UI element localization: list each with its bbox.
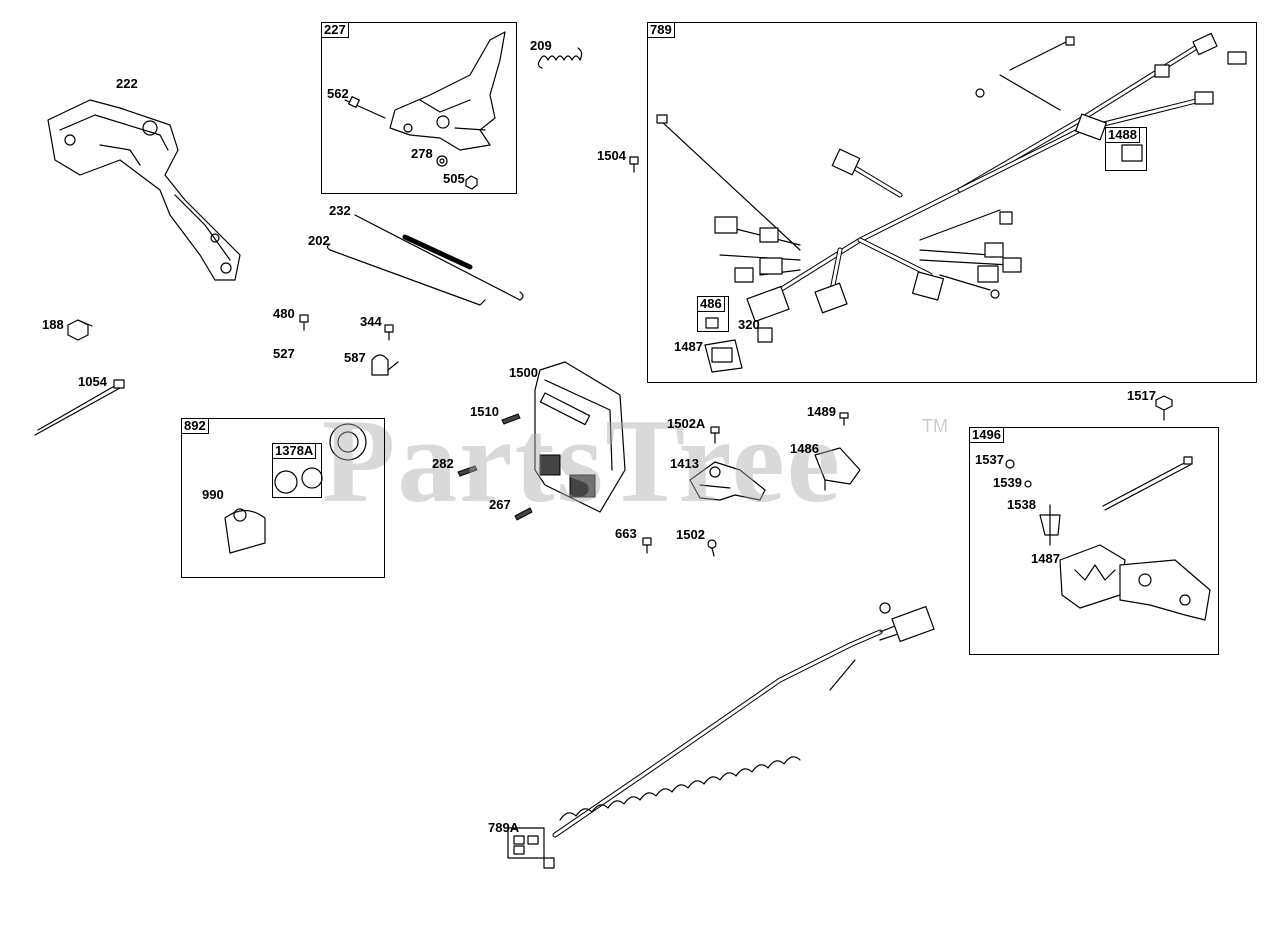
- governor-rods-part[interactable]: [326, 214, 524, 306]
- bracket-222-part[interactable]: [47, 99, 241, 281]
- bolt-188-part[interactable]: [67, 319, 93, 341]
- callout-320[interactable]: 320: [738, 317, 760, 332]
- callout-527[interactable]: 527: [273, 346, 295, 361]
- sensor-1413-part[interactable]: [689, 461, 766, 501]
- callout-202[interactable]: 202: [308, 233, 330, 248]
- screw-1517-part[interactable]: [1155, 395, 1173, 421]
- callout-587[interactable]: 587: [344, 350, 366, 365]
- group-tag-1378a: 1378A: [272, 443, 317, 459]
- group-box-1496[interactable]: 1496: [969, 427, 1219, 655]
- screw-663-part[interactable]: [642, 537, 652, 554]
- screw-344-part[interactable]: [384, 324, 394, 341]
- screw-1489-part[interactable]: [839, 412, 849, 426]
- clip-587-part[interactable]: [371, 354, 399, 376]
- group-tag-892: 892: [181, 418, 209, 434]
- callout-267[interactable]: 267: [489, 497, 511, 512]
- ignition-switch-990-part[interactable]: [224, 508, 266, 554]
- switch-knob-part[interactable]: [274, 423, 367, 494]
- screw-1502a-part[interactable]: [710, 426, 720, 444]
- callout-1486[interactable]: 1486: [790, 441, 819, 456]
- group-box-486[interactable]: 486: [697, 296, 729, 332]
- callout-1413[interactable]: 1413: [670, 456, 699, 471]
- group-tag-227: 227: [321, 22, 349, 38]
- screw-1502-part[interactable]: [707, 539, 717, 557]
- callout-1502a[interactable]: 1502A: [667, 416, 706, 431]
- ecu-module-1500-part[interactable]: [534, 361, 626, 513]
- map-sensor-1486-part[interactable]: [814, 447, 861, 491]
- group-tag-789: 789: [647, 22, 675, 38]
- harness-789a-part[interactable]: [507, 602, 935, 869]
- callout-505[interactable]: 505: [443, 171, 465, 186]
- callout-222[interactable]: 222: [116, 76, 138, 91]
- callout-1537[interactable]: 1537: [975, 452, 1004, 467]
- callout-663[interactable]: 663: [615, 526, 637, 541]
- callout-1054[interactable]: 1054: [78, 374, 107, 389]
- callout-278[interactable]: 278: [411, 146, 433, 161]
- watermark-text: PartsTree: [322, 394, 842, 527]
- callout-1502[interactable]: 1502: [676, 527, 705, 542]
- group-box-892[interactable]: 892: [181, 418, 385, 578]
- group-box-1488[interactable]: 1488: [1105, 127, 1147, 171]
- group-box-789[interactable]: 789: [647, 22, 1257, 383]
- throttle-body-1496-parts[interactable]: [1005, 456, 1211, 621]
- group-box-1378a[interactable]: 1378A: [272, 443, 322, 498]
- screw-480-part[interactable]: [299, 314, 309, 331]
- cable-tie-1054-part[interactable]: [34, 379, 125, 436]
- group-tag-486: 486: [697, 296, 725, 312]
- spring-209-part[interactable]: [537, 47, 583, 69]
- callout-1510[interactable]: 1510: [470, 404, 499, 419]
- trademark-symbol: TM: [922, 416, 948, 436]
- callout-1487-throttle[interactable]: 1487: [1031, 551, 1060, 566]
- callout-232[interactable]: 232: [329, 203, 351, 218]
- screw-282-part[interactable]: [457, 465, 478, 477]
- callout-282[interactable]: 282: [432, 456, 454, 471]
- callout-1517[interactable]: 1517: [1127, 388, 1156, 403]
- callout-1538[interactable]: 1538: [1007, 497, 1036, 512]
- callout-209[interactable]: 209: [530, 38, 552, 53]
- wiring-harness-789-part[interactable]: [656, 32, 1247, 343]
- group-box-227[interactable]: 227: [321, 22, 517, 194]
- callout-344[interactable]: 344: [360, 314, 382, 329]
- screw-1510-part[interactable]: [501, 413, 521, 425]
- callout-1504[interactable]: 1504: [597, 148, 626, 163]
- callout-789a[interactable]: 789A: [488, 820, 520, 835]
- sensor-1487-part[interactable]: [704, 339, 743, 373]
- callout-1539[interactable]: 1539: [993, 475, 1022, 490]
- callout-188[interactable]: 188: [42, 317, 64, 332]
- group-tag-1488: 1488: [1105, 127, 1140, 143]
- throttle-plate-227-part[interactable]: [344, 31, 506, 190]
- group-tag-1496: 1496: [969, 427, 1004, 443]
- screw-267-part[interactable]: [514, 507, 533, 521]
- callout-480[interactable]: 480: [273, 306, 295, 321]
- callout-990[interactable]: 990: [202, 487, 224, 502]
- callout-1500[interactable]: 1500: [509, 365, 538, 380]
- callout-1487-harness[interactable]: 1487: [674, 339, 703, 354]
- callout-562[interactable]: 562: [327, 86, 349, 101]
- callout-1489[interactable]: 1489: [807, 404, 836, 419]
- screw-1504-part[interactable]: [629, 156, 639, 173]
